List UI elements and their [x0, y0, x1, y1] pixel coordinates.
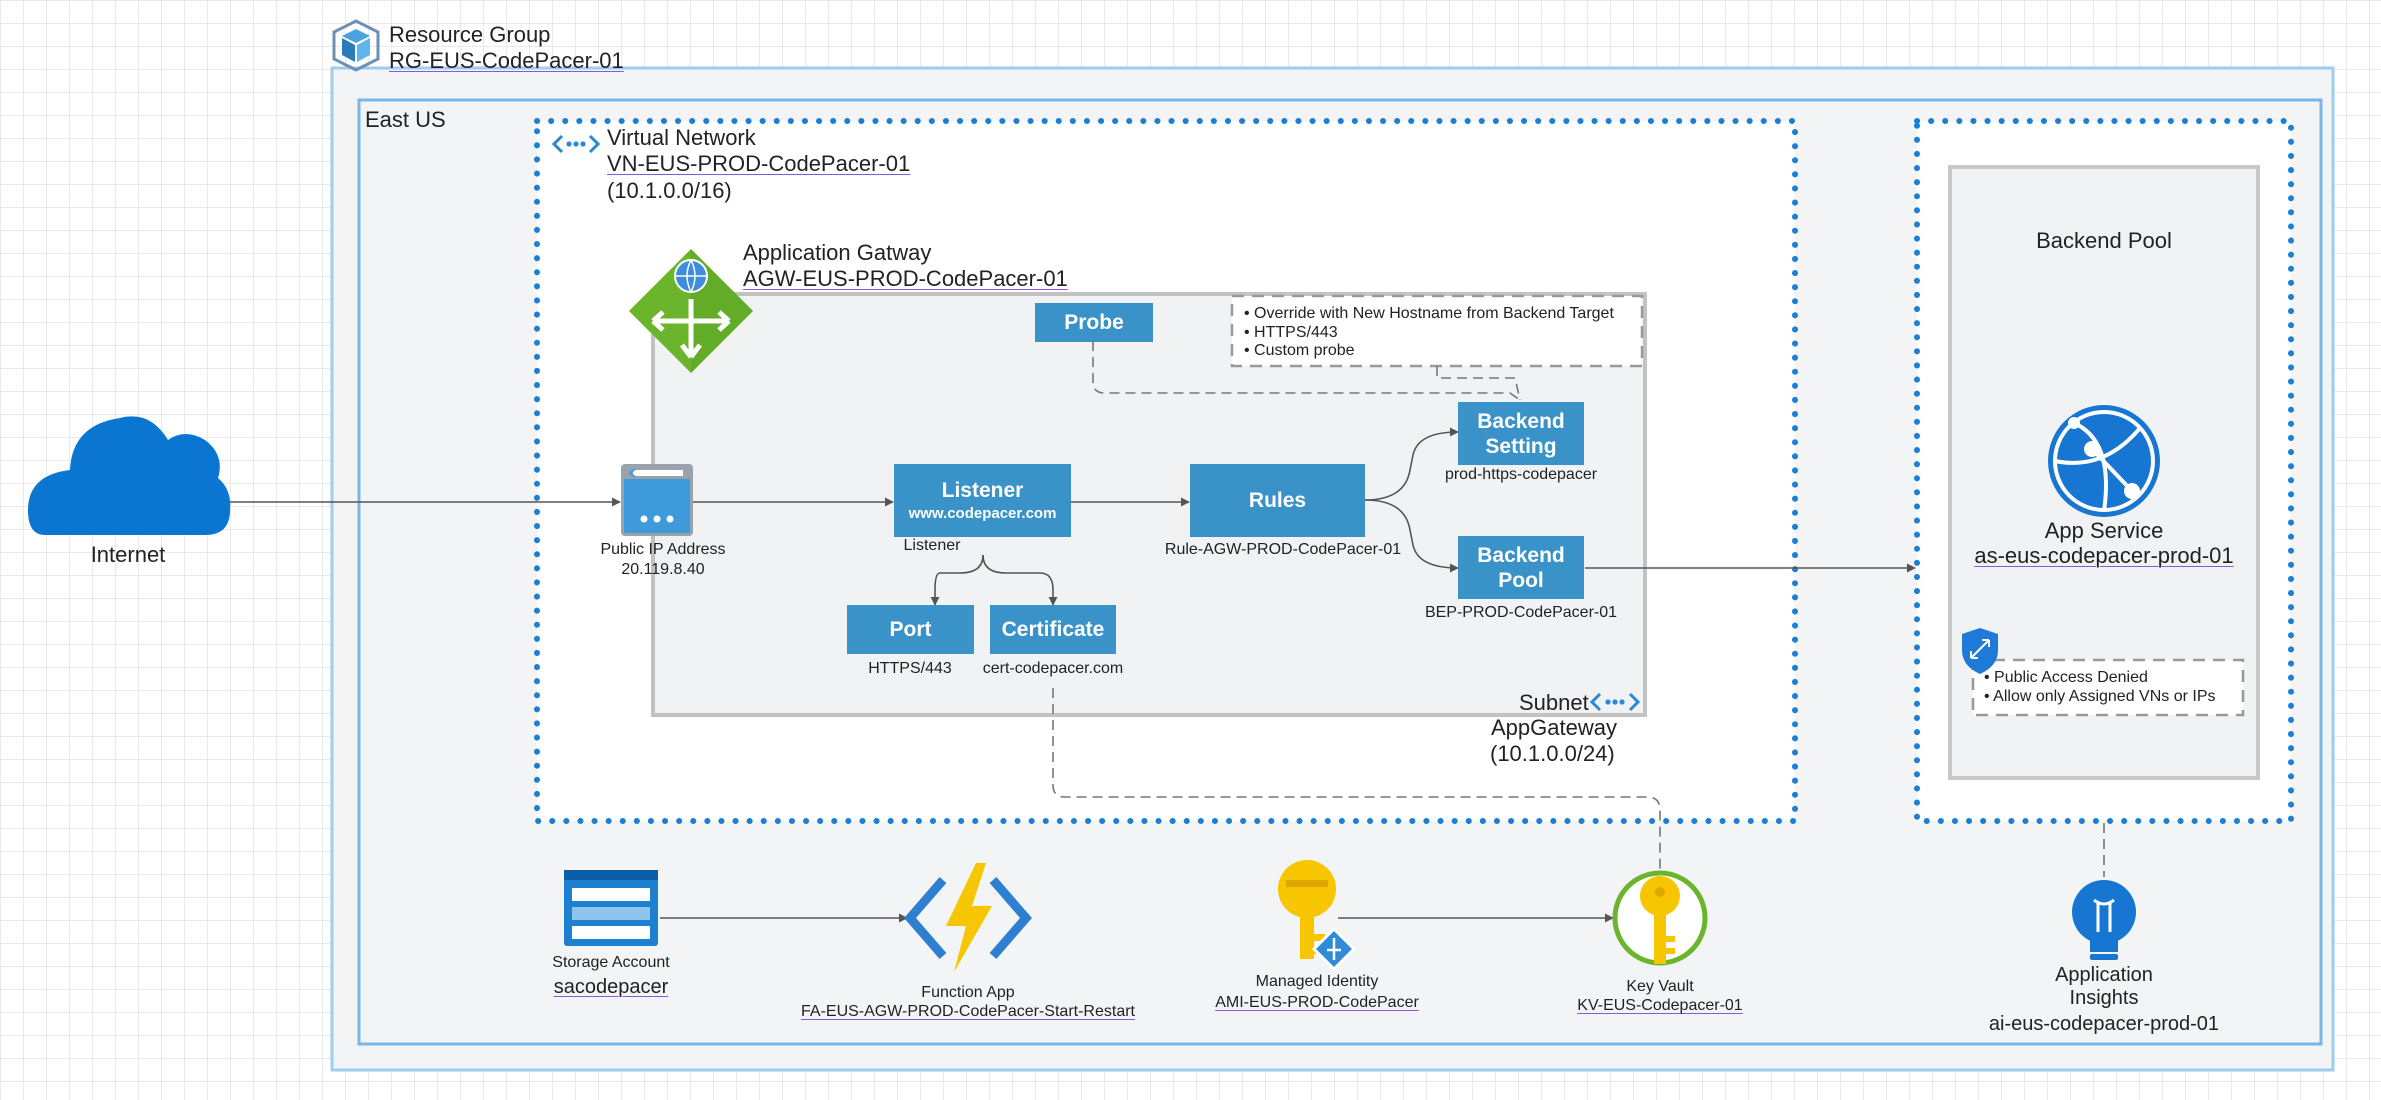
storage-name: sacodepacer	[553, 976, 669, 998]
public-ip-icon	[621, 464, 693, 536]
backend-pool-caption: BEP-PROD-CodePacer-01	[1424, 604, 1618, 621]
resource-group-name: RG-EUS-CodePacer-01	[389, 48, 624, 73]
cloud-icon	[28, 416, 231, 535]
connector-listener-certificate	[982, 554, 1058, 606]
backend-pool-label-1: Backend	[1477, 543, 1565, 567]
storage-title: Storage Account	[552, 954, 670, 971]
gateway-icon	[629, 249, 753, 373]
port-caption: HTTPS/443	[868, 660, 952, 677]
vnet-cidr: (10.1.0.0/16)	[607, 178, 732, 203]
connector-probe-setting	[1092, 341, 1521, 401]
probe-label: Probe	[1064, 311, 1124, 334]
vnet-name: VN-EUS-PROD-CodePacer-01	[607, 151, 911, 176]
internet-label: Internet	[90, 542, 166, 567]
subnet-cidr: (10.1.0.0/24)	[1490, 741, 1615, 766]
app-service-icon	[2048, 405, 2160, 517]
app-service-name: as-eus-codepacer-prod-01	[1974, 543, 2234, 568]
managed-identity-title: Managed Identity	[1255, 973, 1379, 990]
app-service-title: App Service	[2044, 518, 2164, 543]
shield-icon	[1962, 628, 1998, 674]
subnet-icon	[1589, 692, 1641, 712]
cube-icon	[332, 19, 380, 72]
certificate-label: Certificate	[1001, 618, 1105, 641]
gateway-name: AGW-EUS-PROD-CodePacer-01	[743, 266, 1068, 291]
port-label: Port	[889, 618, 932, 641]
function-icon	[904, 863, 1032, 972]
vnet-icon	[551, 134, 601, 154]
backend-setting-label-1: Backend	[1477, 409, 1565, 433]
backend-pool-label-2: Pool	[1498, 568, 1544, 592]
insights-title-2: Insights	[2069, 987, 2139, 1009]
connector-rules-pool	[1364, 499, 1459, 573]
subnet-name: AppGateway	[1491, 715, 1617, 740]
public-ip-value: 20.119.8.40	[621, 561, 705, 578]
subnet-title: Subnet	[1519, 690, 1589, 715]
access-note: Public Access Denied	[1984, 669, 2216, 688]
key-vault-title: Key Vault	[1626, 978, 1694, 995]
backend-setting-caption: prod-https-codepacer	[1444, 466, 1598, 483]
access-note: Allow only Assigned VNs or IPs	[1984, 688, 2215, 707]
managed-identity-icon	[1278, 860, 1357, 972]
listener-box[interactable]: Listener www.codepacer.com	[894, 464, 1071, 537]
insights-title-1: Application	[2055, 964, 2153, 986]
probe-box[interactable]: Probe	[1035, 303, 1153, 342]
vnet-title: Virtual Network	[607, 125, 756, 150]
key-vault-name: KV-EUS-Codepacer-01	[1577, 997, 1743, 1014]
rules-box[interactable]: Rules	[1190, 464, 1365, 537]
probe-note: Custom probe	[1244, 342, 1614, 361]
resource-group-title: Resource Group	[389, 22, 551, 47]
backend-pool-box[interactable]: Backend Pool	[1458, 536, 1584, 599]
key-vault-icon	[1612, 870, 1708, 966]
certificate-caption: cert-codepacer.com	[982, 660, 1124, 677]
access-notes: Public Access Denied Allow only Assigned…	[1984, 669, 2216, 707]
backend-setting-label-2: Setting	[1485, 434, 1557, 458]
rules-caption: Rule-AGW-PROD-CodePacer-01	[1164, 541, 1402, 558]
function-title: Function App	[921, 984, 1015, 1001]
probe-note: Override with New Hostname from Backend …	[1244, 305, 1614, 324]
probe-note: HTTPS/443	[1244, 324, 1614, 343]
certificate-box[interactable]: Certificate	[990, 605, 1116, 654]
connector-certificate-keyvault	[1052, 688, 1661, 875]
region-label: East US	[365, 107, 446, 132]
public-ip-title: Public IP Address	[600, 541, 726, 558]
connector-rules-setting	[1364, 427, 1459, 501]
storage-icon	[564, 870, 658, 946]
listener-host: www.codepacer.com	[908, 505, 1057, 522]
listener-label: Listener	[941, 479, 1024, 502]
function-name: FA-EUS-AGW-PROD-CodePacer-Start-Restart	[801, 1003, 1135, 1020]
probe-notes: Override with New Hostname from Backend …	[1244, 305, 1614, 361]
backend-pool-panel-title: Backend Pool	[2036, 228, 2172, 253]
port-box[interactable]: Port	[847, 605, 974, 654]
listener-caption: Listener	[903, 537, 961, 554]
connector-listener-port	[930, 554, 984, 606]
connector-notes-setting	[1436, 366, 1521, 401]
rules-label: Rules	[1248, 489, 1307, 512]
insights-name: ai-eus-codepacer-prod-01	[1988, 1013, 2220, 1035]
backend-setting-box[interactable]: Backend Setting	[1458, 402, 1584, 465]
gateway-title: Application Gatway	[743, 240, 932, 265]
managed-identity-name: AMI-EUS-PROD-CodePacer	[1215, 994, 1419, 1011]
insights-icon	[2072, 880, 2136, 960]
